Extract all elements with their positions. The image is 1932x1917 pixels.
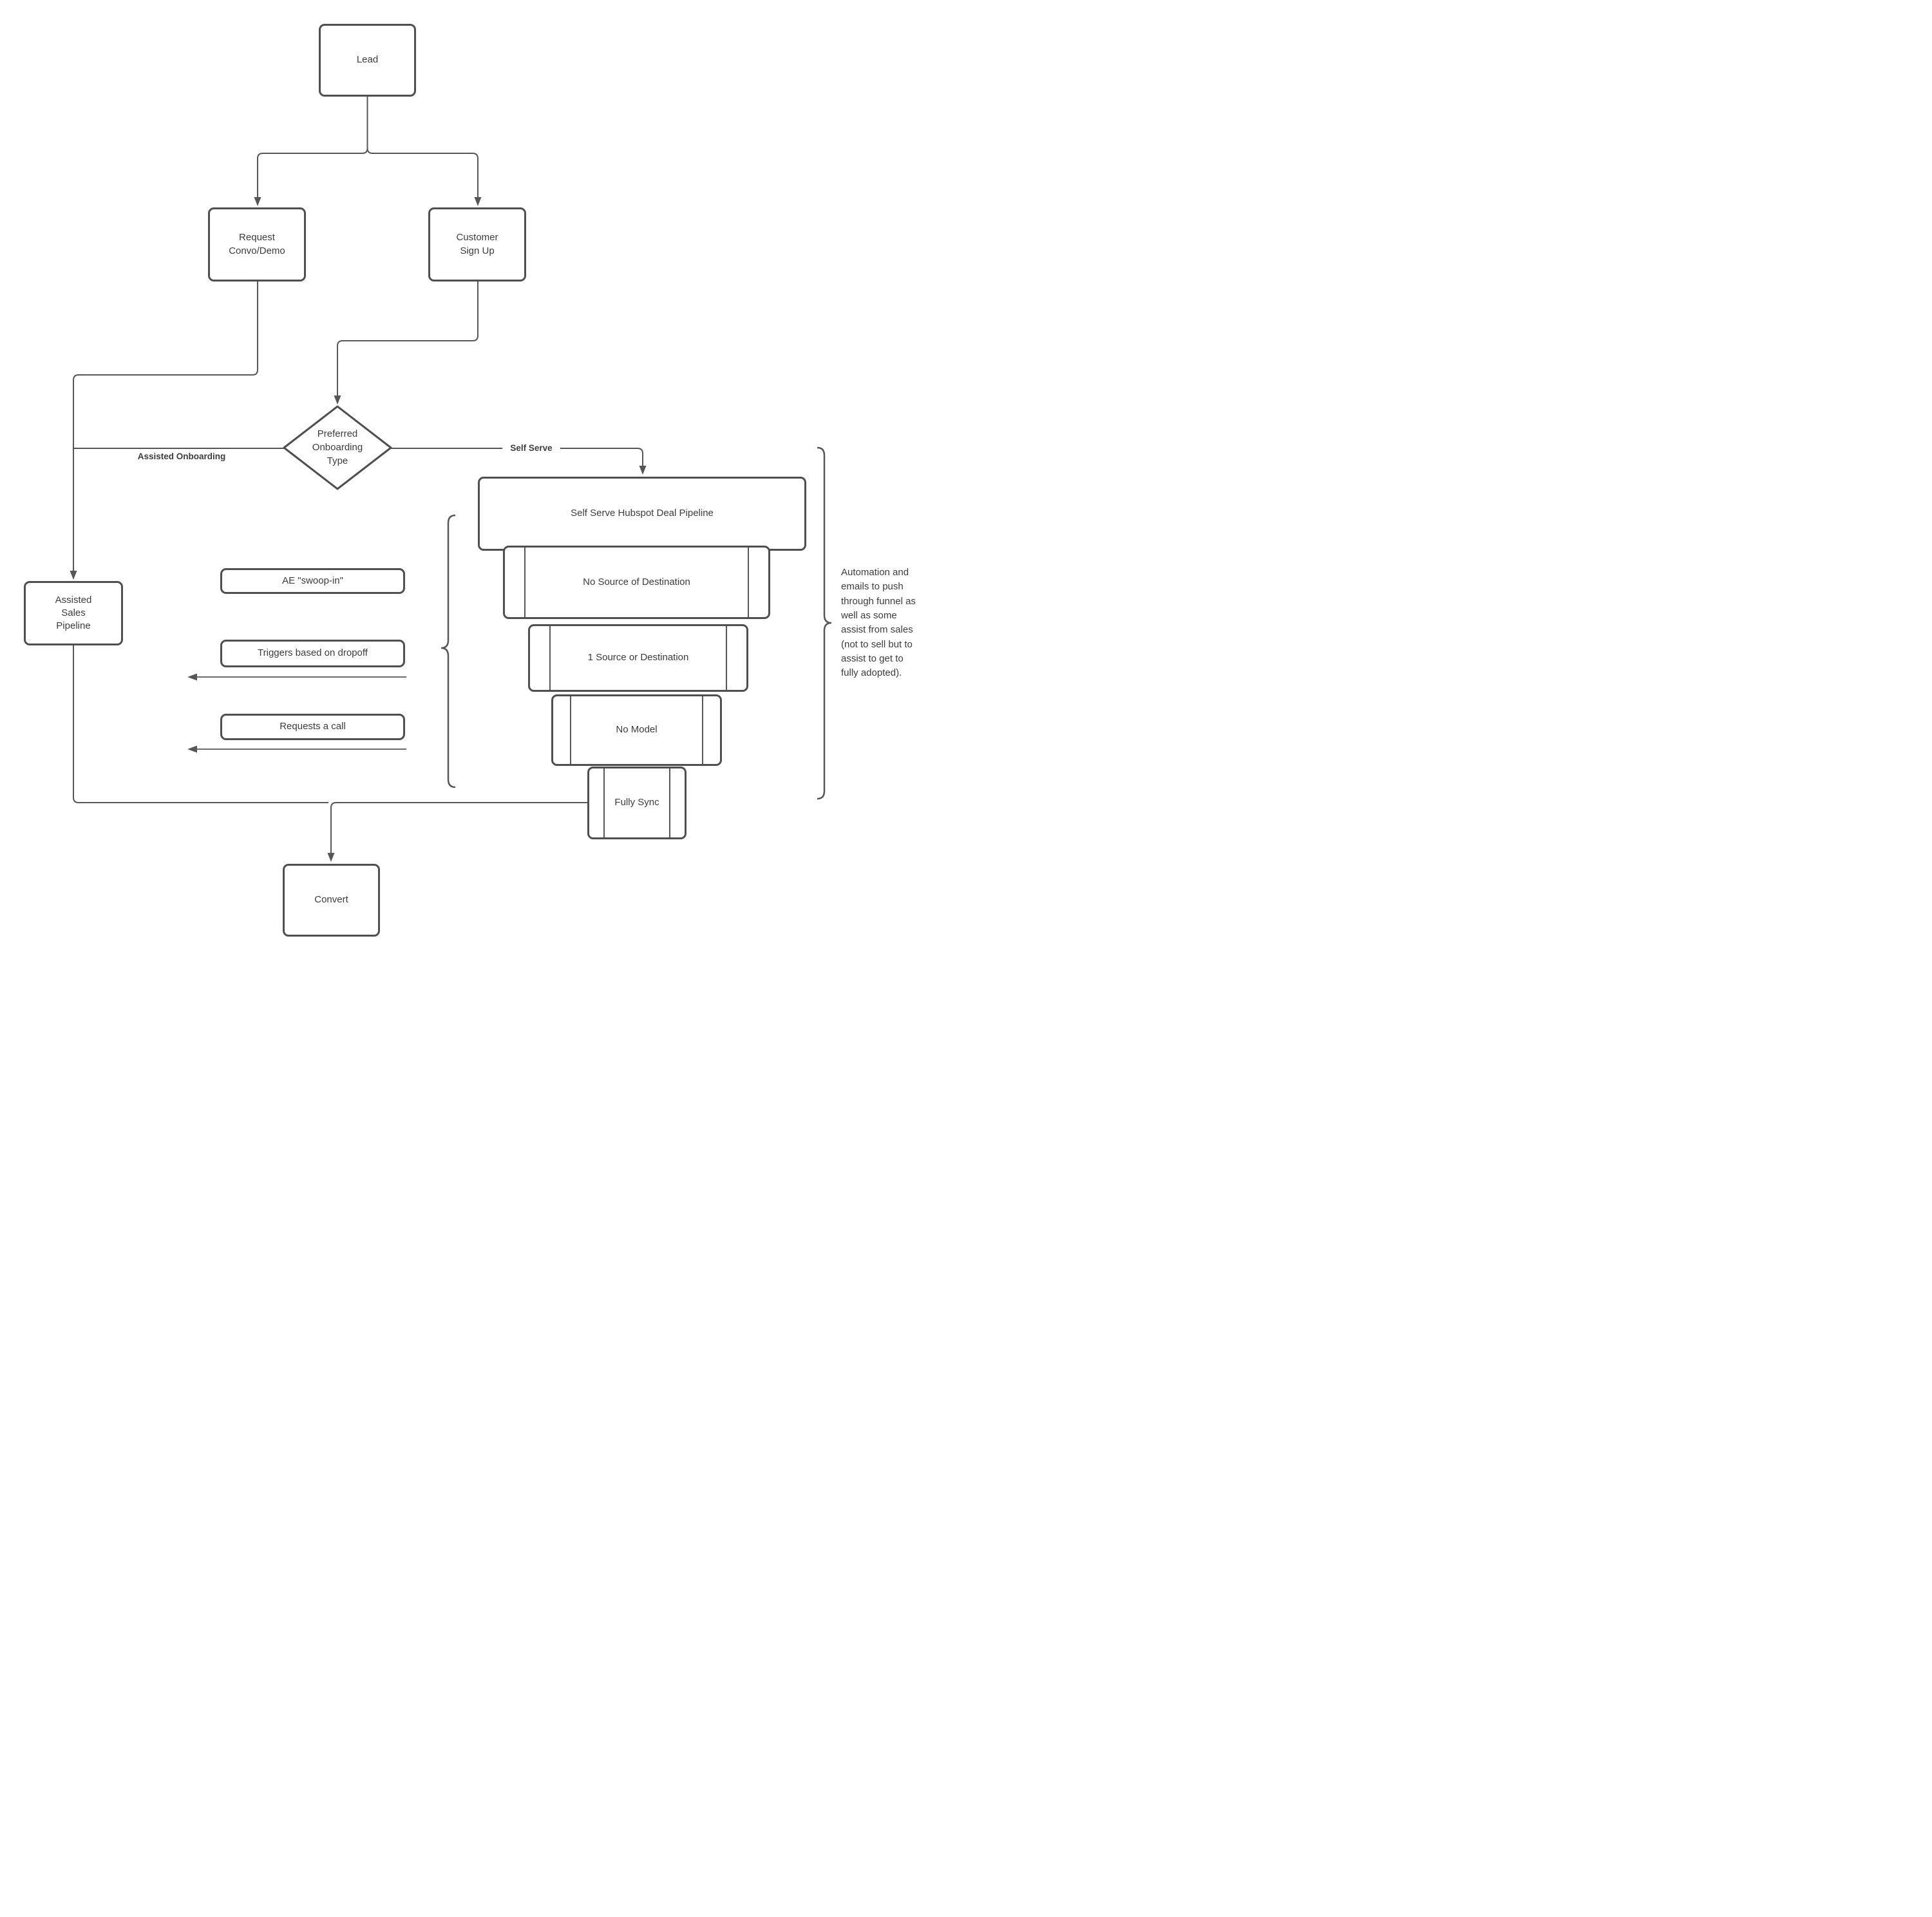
customer-signup-node: Customer Sign Up: [428, 207, 526, 281]
arrowhead-into-self-serve-pipeline: [639, 466, 647, 475]
connector-decision-self-serve: [391, 448, 643, 466]
connector-customer-to-decision: [337, 281, 478, 396]
connector-lead-to-customer: [366, 97, 478, 197]
stage-inner-line: [603, 768, 605, 837]
stage-inner-line: [524, 548, 526, 617]
self-serve-pipeline-node: Self Serve Hubspot Deal Pipeline: [478, 477, 806, 551]
funnel-stage-no-source-label: No Source of Destination: [583, 576, 690, 587]
lead-label: Lead: [356, 54, 379, 66]
triggers-dropoff-label: Triggers based on dropoff: [258, 647, 368, 659]
lead-node: Lead: [319, 24, 416, 97]
requests-call-node: Requests a call: [220, 714, 405, 740]
arrowhead-into-decision: [334, 396, 341, 405]
connector-layer: [70, 97, 832, 862]
convert-node: Convert: [283, 864, 380, 937]
connector-assisted-pipeline-to-junction: [73, 645, 328, 803]
triggers-dropoff-node: Triggers based on dropoff: [220, 640, 405, 667]
arrowhead-into-assisted-pipeline: [70, 571, 77, 580]
arrowhead-into-request: [254, 197, 261, 206]
stage-inner-line: [726, 626, 727, 690]
ae-swoop-in-label: AE "swoop-in": [282, 575, 343, 586]
requests-call-label: Requests a call: [279, 721, 346, 732]
request-convo-node: Request Convo/Demo: [208, 207, 306, 281]
funnel-stage-one-source: 1 Source or Destination: [528, 624, 748, 692]
funnel-stage-one-source-label: 1 Source or Destination: [587, 652, 689, 663]
funnel-stage-fully-sync: Fully Sync: [587, 767, 687, 839]
self-serve-pipeline-label: Self Serve Hubspot Deal Pipeline: [571, 508, 714, 519]
convert-label: Convert: [314, 894, 348, 906]
arrowhead-into-customer: [474, 197, 482, 206]
connector-lead-to-request: [257, 97, 368, 197]
arrowhead-requests-call: [187, 745, 197, 753]
stage-inner-line: [549, 626, 551, 690]
funnel-stage-no-model-label: No Model: [616, 724, 658, 736]
stage-inner-line: [702, 696, 703, 764]
funnel-stage-no-source: No Source of Destination: [503, 546, 770, 619]
funnel-brace: [440, 514, 456, 788]
assisted-sales-pipeline-label: Assisted Sales Pipeline: [55, 594, 92, 632]
funnel-annotation-text: Automation and emails to push through fu…: [841, 567, 916, 679]
arrowhead-into-convert: [327, 853, 335, 862]
funnel-stage-fully-sync-label: Fully Sync: [614, 797, 659, 808]
self-serve-edge-label: Self Serve: [502, 443, 560, 453]
connector-request-to-assisted-pipeline: [73, 281, 258, 571]
request-convo-label: Request Convo/Demo: [229, 232, 285, 256]
ae-swoop-in-node: AE "swoop-in": [220, 568, 405, 594]
annotation-brace: [817, 446, 832, 800]
stage-inner-line: [669, 768, 670, 837]
stage-inner-line: [570, 696, 571, 764]
arrowhead-triggers-dropoff: [187, 673, 197, 681]
funnel-stage-no-model: No Model: [551, 694, 722, 766]
connector-fully-sync-to-convert: [330, 802, 587, 853]
decision-diamond-shape: [283, 405, 392, 490]
assisted-sales-pipeline-node: Assisted Sales Pipeline: [24, 581, 123, 645]
customer-signup-label: Customer Sign Up: [456, 232, 498, 256]
flowchart-canvas: Lead Request Convo/Demo Customer Sign Up…: [0, 0, 966, 958]
assisted-onboarding-edge-label: Assisted Onboarding: [137, 452, 226, 461]
decision-node-label: Preferred Onboarding Type: [312, 428, 363, 466]
stage-inner-line: [748, 548, 749, 617]
